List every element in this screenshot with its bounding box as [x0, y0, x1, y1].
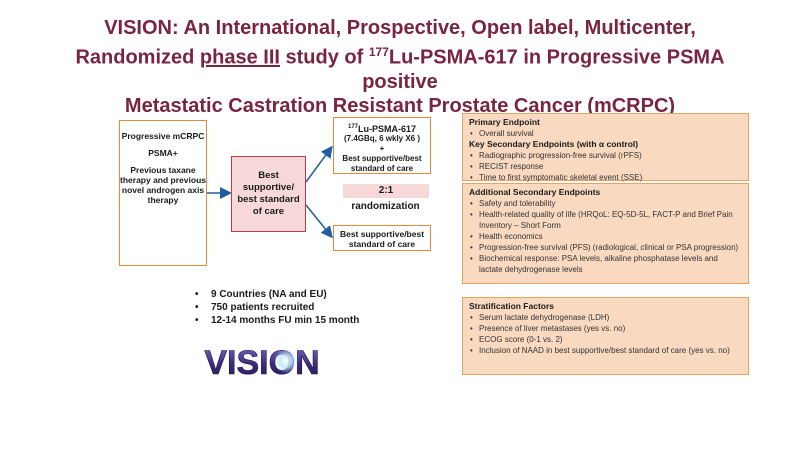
- list-item: Time to first symptomatic skeletal event…: [470, 172, 742, 183]
- arrow-to-arm1: [305, 145, 333, 183]
- list-item: Radiographic progression-free survival (…: [470, 150, 742, 161]
- list-item: Presence of liver metastases (yes vs. no…: [470, 323, 742, 334]
- vision-logo: VISION: [196, 336, 328, 386]
- list-item: RECIST response: [470, 161, 742, 172]
- best-supportive-care-box: Best supportive/ best standard of care: [231, 156, 306, 232]
- study-facts: 9 Countries (NA and EU) 750 patients rec…: [193, 288, 423, 327]
- primary-endpoint-heading: Primary Endpoint: [469, 117, 540, 127]
- list-item: Inclusion of NAAD in best supportive/bes…: [470, 345, 742, 356]
- eligibility-line-3: Previous taxane therapy and previous nov…: [120, 165, 206, 205]
- treatment-arm-isotope: 177: [347, 124, 358, 130]
- list-item: Progression-free survival (PFS) (radiolo…: [470, 242, 742, 253]
- list-item: Biochemical response: PSA levels, alkali…: [470, 253, 742, 275]
- title-line-1: VISION: An International, Prospective, O…: [104, 17, 696, 39]
- eligibility-line-2: PSMA+: [148, 148, 178, 158]
- title-line-2: Randomized phase III study of 177Lu-PSMA…: [60, 40, 740, 94]
- treatment-arm-dose: (7.4GBq, 6 wkly X6 ): [343, 134, 421, 143]
- title-line-2-pre: Randomized: [75, 46, 200, 69]
- fact-patients: 750 patients recruited: [195, 301, 423, 314]
- eligibility-line-1: Progressive mCRPC: [121, 131, 205, 141]
- additional-endpoints-panel: Additional Secondary Endpoints Safety an…: [462, 183, 749, 284]
- vision-logo-graphic: VISION: [204, 344, 320, 383]
- control-arm-label: Best supportive/best standard of care: [339, 229, 425, 249]
- fact-follow-up: 12-14 months FU min 15 month: [195, 314, 423, 327]
- fact-countries: 9 Countries (NA and EU): [195, 288, 423, 301]
- stratification-heading: Stratification Factors: [469, 301, 555, 311]
- best-supportive-care-label: Best supportive/ best standard of care: [237, 170, 300, 217]
- primary-endpoint-panel: Primary Endpoint Overall survival Key Se…: [462, 113, 749, 183]
- key-secondary-heading: Key Secondary Endpoints (with α control): [469, 139, 639, 149]
- slide-title: VISION: An International, Prospective, O…: [60, 16, 740, 118]
- stratification-panel: Stratification Factors Serum lactate deh…: [462, 297, 749, 375]
- stratification-list: Serum lactate dehydrogenase (LDH) Presen…: [469, 312, 742, 356]
- title-line-2-mid: study of: [279, 46, 369, 69]
- randomization-ratio: 2:1: [343, 184, 429, 198]
- control-arm-box: Best supportive/best standard of care: [333, 225, 431, 251]
- randomization-label: randomization: [351, 201, 420, 212]
- arrow-to-arm2: [305, 204, 333, 239]
- additional-endpoints-heading: Additional Secondary Endpoints: [469, 187, 601, 197]
- treatment-arm-combo: Best supportive/best standard of care: [342, 154, 422, 173]
- list-item: Serum lactate dehydrogenase (LDH): [470, 312, 742, 323]
- list-item: Health-related quality of life (HRQoL: E…: [470, 209, 742, 231]
- key-secondary-list: Radiographic progression-free survival (…: [469, 150, 742, 183]
- logo-wordmark: VISION: [204, 344, 319, 382]
- treatment-arm-drug: 177Lu-PSMA-617: [347, 124, 417, 134]
- list-item: Health economics: [470, 231, 742, 242]
- treatment-arm-plus: +: [379, 144, 385, 153]
- list-item: Safety and tolerability: [470, 198, 742, 209]
- title-line-2-post: Lu-PSMA-617 in Progressive PSMA positive: [362, 46, 725, 93]
- primary-endpoint-list: Overall survival: [469, 128, 742, 139]
- title-isotope-superscript: 177: [368, 45, 389, 59]
- list-item: Overall survival: [470, 128, 742, 139]
- additional-endpoints-list: Safety and tolerability Health-related q…: [469, 198, 742, 275]
- eligibility-box: Progressive mCRPC PSMA+ Previous taxane …: [119, 120, 207, 266]
- treatment-arm-box: 177Lu-PSMA-617 (7.4GBq, 6 wkly X6 ) + Be…: [333, 117, 431, 174]
- title-line-3: Metastatic Castration Resistant Prostate…: [124, 94, 676, 117]
- list-item: ECOG score (0-1 vs. 2): [470, 334, 742, 345]
- title-phase-underlined: phase III: [199, 46, 280, 69]
- logo-glow-icon: [274, 349, 298, 373]
